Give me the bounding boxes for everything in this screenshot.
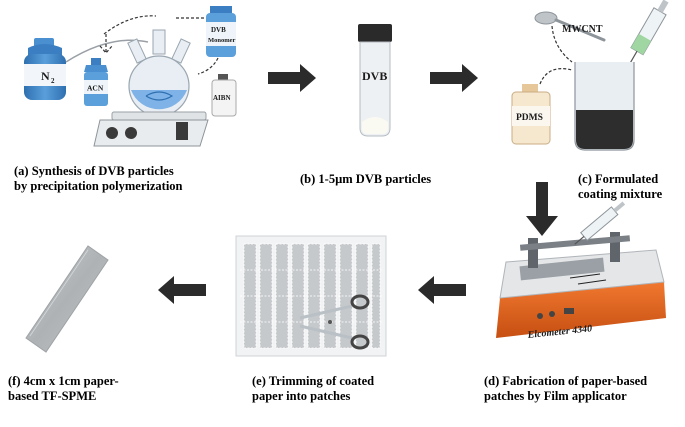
synthesis-setup: N 2 ACN xyxy=(24,6,237,147)
caption-f: (f) 4cm x 1cm paper- based TF-SPME xyxy=(8,374,119,403)
down-arrow-icon xyxy=(526,182,558,236)
acn-flow-arrow xyxy=(99,34,113,54)
flow-arrows xyxy=(158,64,558,304)
film-applicator: Elcometer 4340 xyxy=(496,201,666,341)
dvb-monomer-label-1: DVB xyxy=(211,26,226,34)
syringe-icon xyxy=(627,0,669,68)
right-arrow-icon xyxy=(430,64,478,92)
n2-bottle: N 2 xyxy=(24,38,66,100)
n2-label: N xyxy=(41,69,50,83)
trimmed-paper-sheet xyxy=(235,235,387,357)
left-arrow-icon xyxy=(418,276,466,304)
coating-mixture-setup: MWCNT PDMS xyxy=(511,0,669,151)
n2-subscript: 2 xyxy=(51,77,55,85)
caption-c: (c) Formulated coating mixture xyxy=(578,172,663,201)
acn-label: ACN xyxy=(87,84,104,93)
scissors-icon xyxy=(299,294,370,350)
dvb-particles-vial: DVB xyxy=(358,24,392,137)
aibn-label: AIBN xyxy=(213,94,231,102)
dvb-monomer-bottle: DVB Monomer xyxy=(206,6,236,57)
caption-a: (a) Synthesis of DVB particles by precip… xyxy=(14,164,183,193)
right-arrow-icon xyxy=(268,64,316,92)
aibn-bottle: AIBN xyxy=(211,74,237,117)
aibn-flow-arrow xyxy=(197,57,219,75)
pdms-bottle: PDMS xyxy=(511,84,551,145)
gas-tube xyxy=(65,39,149,63)
tf-spme-patch xyxy=(25,245,109,353)
caption-b: (b) 1-5µm DVB particles xyxy=(300,172,432,186)
caption-e: (e) Trimming of coated paper into patche… xyxy=(252,374,375,403)
pdms-label: PDMS xyxy=(516,113,543,123)
dvb-monomer-label-2: Monomer xyxy=(208,37,236,44)
spatula-icon xyxy=(554,18,606,42)
mwcnt-label: MWCNT xyxy=(562,24,603,35)
acn-bottle: ACN xyxy=(84,58,108,106)
three-neck-flask xyxy=(127,29,191,117)
left-arrow-icon xyxy=(158,276,206,304)
stirring-hotplate xyxy=(93,111,209,147)
caption-d: (d) Fabrication of paper-based patches b… xyxy=(484,374,648,403)
dvb-vial-label: DVB xyxy=(362,69,387,83)
applicator-syringe-icon xyxy=(574,201,626,245)
